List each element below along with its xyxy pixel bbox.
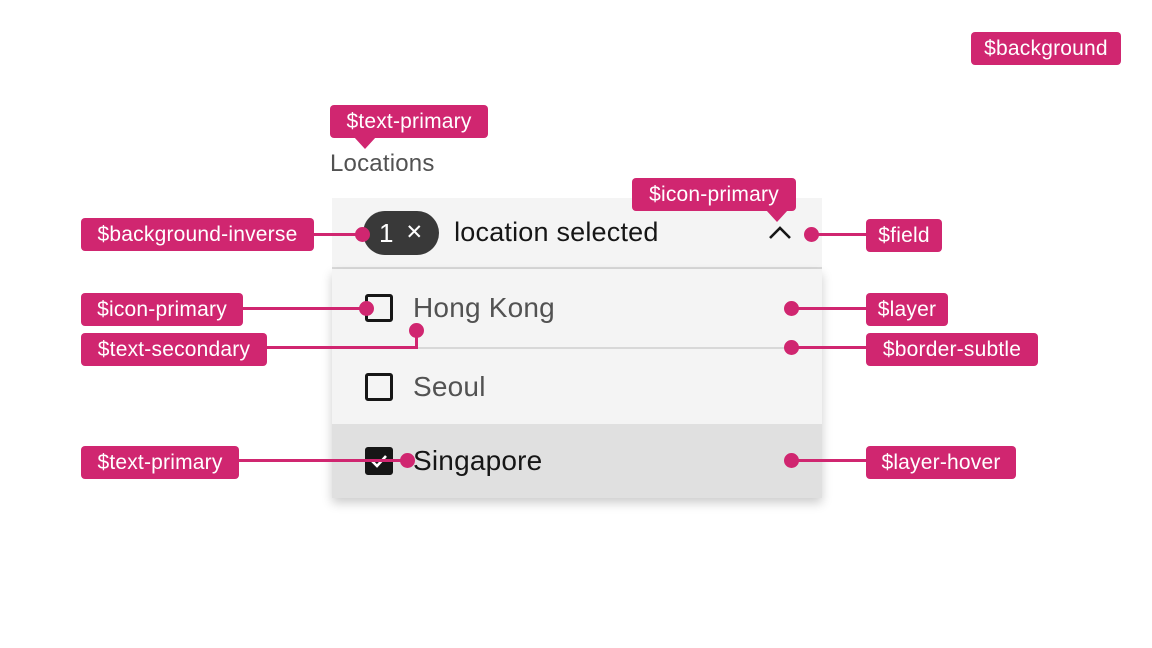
connector-line [792, 346, 872, 349]
menu-option-hong-kong[interactable]: Hong Kong [332, 269, 822, 347]
menu-option-seoul[interactable]: Seoul [332, 347, 822, 424]
connector-line [792, 459, 872, 462]
token-label-background: $background [971, 32, 1121, 65]
connector-dot [804, 227, 819, 242]
pointer-arrow [354, 137, 376, 149]
connector-line [792, 307, 872, 310]
token-label-border-subtle: $border-subtle [866, 333, 1038, 366]
selection-count: 1 [379, 217, 394, 248]
token-label-text-primary-top: $text-primary [330, 105, 488, 138]
connector-dot [784, 453, 799, 468]
close-icon[interactable]: ✕ [405, 221, 424, 244]
connector-dot [400, 453, 415, 468]
pointer-arrow [766, 210, 788, 222]
token-label-icon-primary-top: $icon-primary [632, 178, 796, 211]
connector-dot [784, 301, 799, 316]
option-label: Hong Kong [413, 292, 555, 323]
connector-line [812, 233, 872, 236]
option-label: Seoul [413, 370, 486, 402]
token-label-field: $field [866, 219, 942, 252]
connector-dot [359, 301, 374, 316]
token-label-layer-hover: $layer-hover [866, 446, 1016, 479]
token-label-text-secondary: $text-secondary [81, 333, 267, 366]
connector-line [415, 330, 418, 348]
connector-dot [409, 323, 424, 338]
selection-count-tag[interactable]: 1 ✕ [363, 210, 440, 255]
connector-dot [784, 340, 799, 355]
field-text: location selected [454, 217, 659, 247]
connector-line [236, 459, 408, 462]
option-label: Singapore [413, 445, 543, 476]
token-label-background-inverse: $background-inverse [81, 218, 314, 251]
connector-line [263, 346, 418, 349]
connector-line [308, 233, 364, 236]
connector-dot [355, 227, 370, 242]
token-label-text-primary-bottom: $text-primary [81, 446, 239, 479]
token-label-layer: $layer [866, 293, 948, 326]
checkbox-unchecked-icon[interactable] [365, 372, 393, 401]
token-label-icon-primary-left: $icon-primary [81, 293, 243, 326]
dropdown-label: Locations [330, 150, 435, 177]
connector-line [239, 307, 367, 310]
chevron-up-icon[interactable] [768, 225, 792, 240]
